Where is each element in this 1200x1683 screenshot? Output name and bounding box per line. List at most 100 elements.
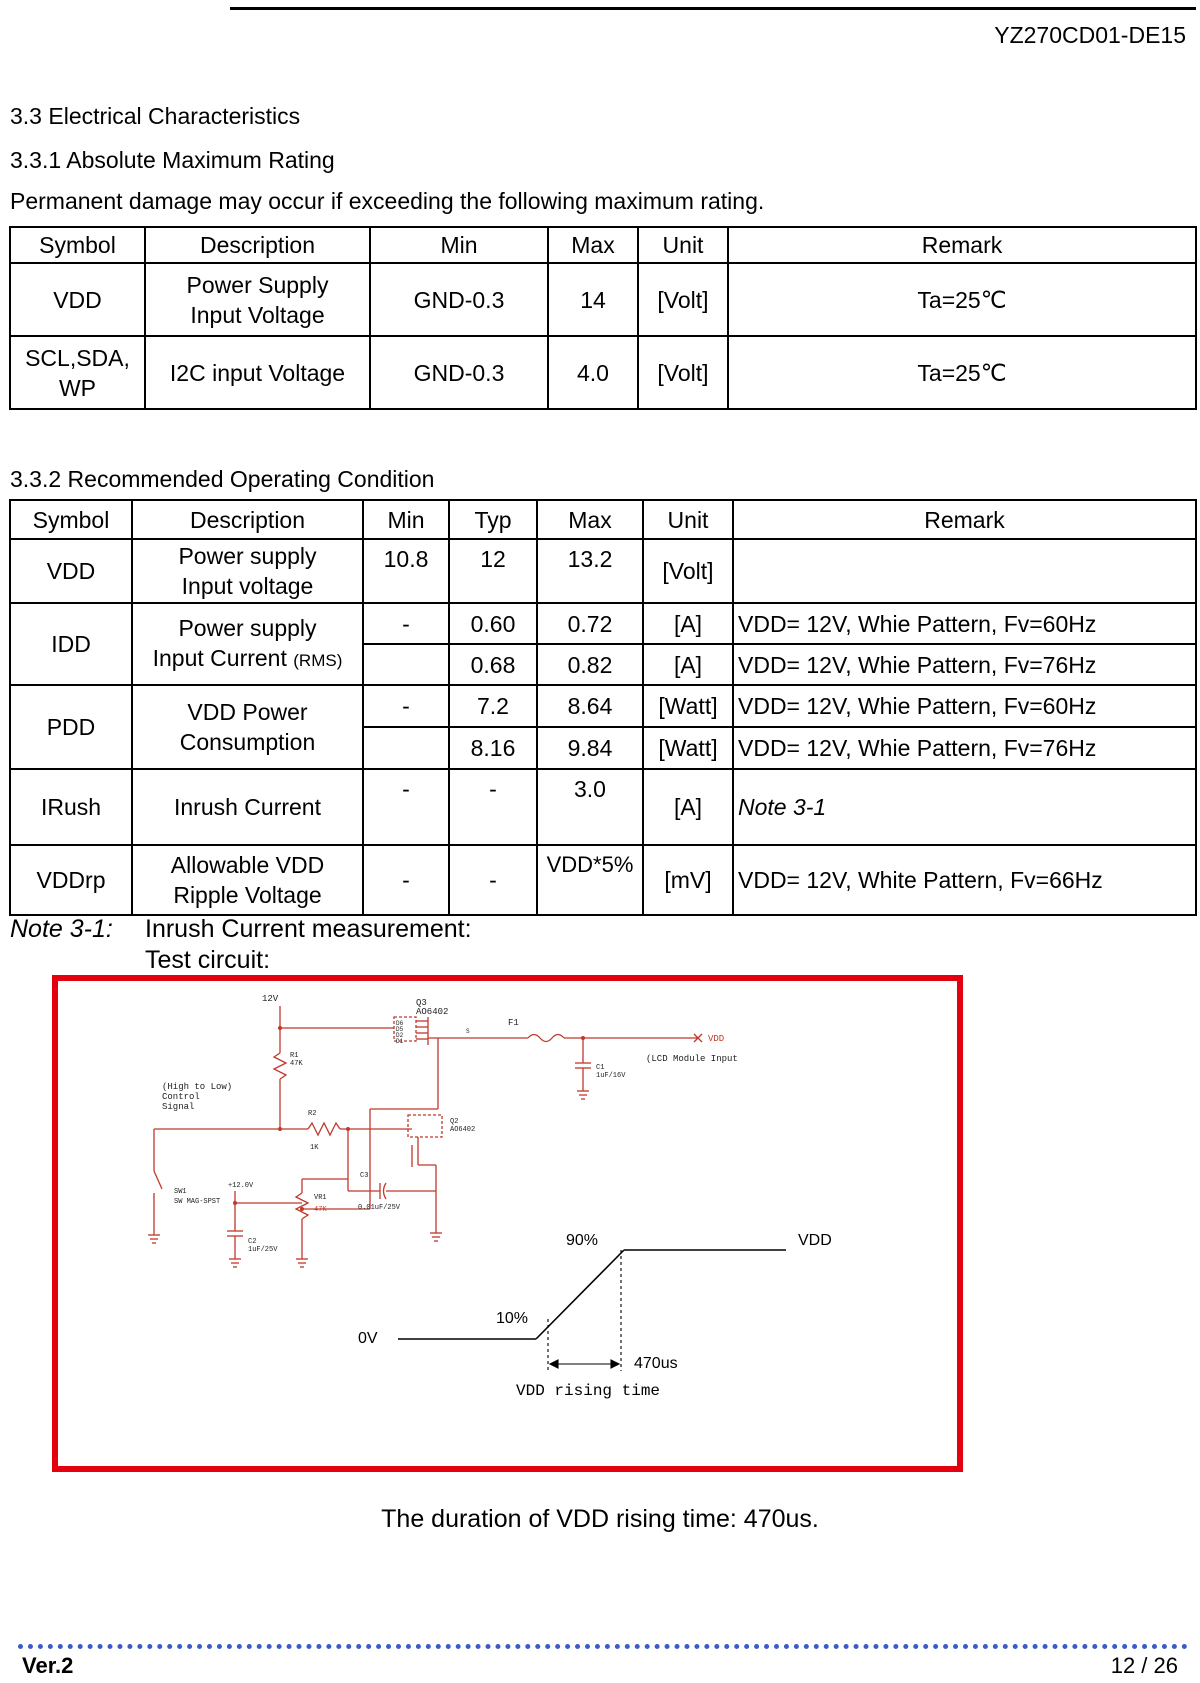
unit-cell: [A] xyxy=(642,602,734,645)
table-header-row: Symbol Description Min Typ Max Unit Rema… xyxy=(9,499,1197,540)
column-header: Remark xyxy=(732,499,1197,540)
typ-cell: 0.60 xyxy=(448,602,538,645)
unit-cell: [Watt] xyxy=(642,726,734,770)
table-row: IRush Inrush Current - - 3.0 [A] Note 3-… xyxy=(9,768,1197,846)
description-line: Power supply xyxy=(178,614,317,641)
typ-cell: 0.68 xyxy=(448,643,538,686)
rms-label: (RMS) xyxy=(293,650,343,670)
footer-dotted-rule xyxy=(18,1644,1188,1649)
footer-version: Ver.2 xyxy=(22,1653,74,1678)
test-circuit-diagram: 12V Q3 AO6402 D6 D5 D2 D1 S F1 VDD (LCD … xyxy=(148,994,832,1400)
label-sw1-part: SW MAG-SPST xyxy=(174,1198,220,1206)
min-cell: - xyxy=(362,844,450,916)
remark-cell: Ta=25℃ xyxy=(727,262,1197,337)
description-line: Input Voltage xyxy=(190,301,325,328)
table-header-row: Symbol Description Min Max Unit Remark xyxy=(9,226,1197,264)
max-cell: 9.84 xyxy=(536,726,644,770)
unit-cell: [Volt] xyxy=(637,335,729,410)
symbol-cell: SCL,SDA, WP xyxy=(9,335,146,410)
time-markers xyxy=(547,1250,622,1371)
description-text: Input Current xyxy=(152,644,287,671)
column-header: Unit xyxy=(642,499,734,540)
symbol-cell: IRush xyxy=(9,768,133,846)
table-row: 0.68 0.82 [A] VDD= 12V, Whie Pattern, Fv… xyxy=(10,643,1197,686)
label-c2-value: 1uF/25V xyxy=(248,1246,278,1254)
symbol-cell: IDD xyxy=(9,602,133,686)
max-cell: 8.64 xyxy=(536,684,644,728)
circuit-nodes xyxy=(233,1026,585,1211)
column-header: Min xyxy=(369,226,549,264)
symbol-line: SCL,SDA, xyxy=(25,344,130,371)
column-header: Description xyxy=(131,499,364,540)
description-line: Consumption xyxy=(179,729,316,755)
note-subtitle: Test circuit: xyxy=(145,946,271,974)
label-c3-value: 0.01uF/25V xyxy=(358,1204,401,1212)
symbol-cell: PDD xyxy=(9,684,133,770)
label-vr1-value: 47K xyxy=(314,1206,327,1214)
label-sw1: SW1 xyxy=(174,1188,187,1196)
unit-cell: [A] xyxy=(642,643,734,686)
abs-max-intro: Permanent damage may occur if exceeding … xyxy=(10,188,765,214)
symbol-line: WP xyxy=(58,374,97,401)
column-header: Max xyxy=(547,226,639,264)
figure-caption: The duration of VDD rising time: 470us. xyxy=(381,1505,819,1533)
label-f1: F1 xyxy=(508,1018,519,1028)
unit-cell: [Volt] xyxy=(637,262,729,337)
max-cell: 0.72 xyxy=(536,602,644,645)
label-rising-time: VDD rising time xyxy=(516,1382,660,1400)
column-header: Remark xyxy=(727,226,1197,264)
label-control-2: Control xyxy=(162,1092,200,1102)
label-q2-part: AO6402 xyxy=(450,1126,475,1134)
min-cell: GND-0.3 xyxy=(369,262,549,337)
min-cell: - xyxy=(362,602,450,645)
label-vr1: VR1 xyxy=(314,1194,327,1202)
description-line: Input voltage xyxy=(181,573,314,599)
column-header: Symbol xyxy=(9,499,133,540)
description-cell: Inrush Current xyxy=(131,768,364,846)
label-12v: 12V xyxy=(262,994,279,1004)
unit-cell: [Watt] xyxy=(642,684,734,728)
remark-cell: VDD= 12V, White Pattern, Fv=66Hz xyxy=(732,844,1197,916)
typ-cell: 12 xyxy=(448,538,538,604)
description-line: VDD Power xyxy=(187,699,308,725)
symbol-cell: VDDrp xyxy=(9,844,133,916)
max-cell: 13.2 xyxy=(536,538,644,604)
column-header: Typ xyxy=(448,499,538,540)
table-row: SCL,SDA,WP I2C input Voltage GND-0.3 4.0… xyxy=(9,335,1197,410)
min-cell xyxy=(362,643,450,686)
description-cell: I2C input Voltage xyxy=(144,335,371,410)
column-header: Description xyxy=(144,226,371,264)
label-q3-part: AO6402 xyxy=(416,1007,448,1017)
remark-cell xyxy=(732,538,1197,604)
label-pin-d6: D6 xyxy=(396,1020,404,1027)
max-cell: 14 xyxy=(547,262,639,337)
min-cell xyxy=(362,726,450,770)
column-header: Symbol xyxy=(9,226,146,264)
column-header: Unit xyxy=(637,226,729,264)
unit-cell: [Volt] xyxy=(642,538,734,604)
max-cell: VDD*5% xyxy=(536,844,644,916)
label-lcd-input: (LCD Module Input xyxy=(646,1054,738,1064)
min-cell: - xyxy=(362,684,450,728)
column-header: Min xyxy=(362,499,450,540)
max-cell: 0.82 xyxy=(536,643,644,686)
unit-cell: [A] xyxy=(642,768,734,846)
symbol-cell: VDD xyxy=(9,262,146,337)
description-line: Power supply xyxy=(178,543,317,569)
table-row: 8.16 9.84 [Watt] VDD= 12V, Whie Pattern,… xyxy=(10,726,1197,770)
remark-cell: Note 3-1 xyxy=(732,768,1197,846)
typ-cell: 8.16 xyxy=(448,726,538,770)
label-q3: Q3 xyxy=(416,998,427,1008)
label-r1: R1 xyxy=(290,1052,298,1060)
label-r2: R2 xyxy=(308,1110,316,1118)
label-12v-b: +12.0V xyxy=(228,1182,254,1190)
description-line: Allowable VDD xyxy=(170,852,325,878)
header-rule xyxy=(230,7,1196,10)
label-pin-d1: D1 xyxy=(396,1038,404,1045)
